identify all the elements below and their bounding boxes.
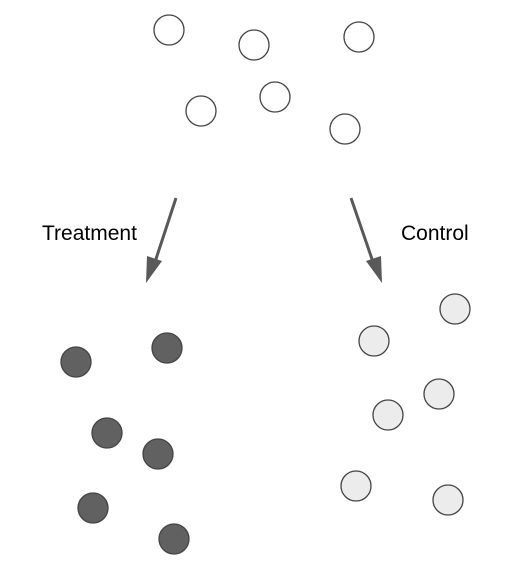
treatment-unit <box>142 438 174 470</box>
treatment-group <box>60 332 190 555</box>
treatment-unit <box>158 523 190 555</box>
control-unit <box>340 470 372 502</box>
unassigned-unit <box>259 81 291 113</box>
treatment-unit <box>91 417 123 449</box>
unassigned-population <box>153 14 375 145</box>
control-label: Control <box>401 222 469 245</box>
treatment-unit <box>77 492 109 524</box>
control-group <box>340 293 471 516</box>
unassigned-unit <box>185 95 217 127</box>
assignment-arrows <box>146 197 382 283</box>
unassigned-unit <box>329 113 361 145</box>
treatment-unit <box>151 332 183 364</box>
control-unit <box>372 399 404 431</box>
control-unit <box>423 378 455 410</box>
treatment-unit <box>60 346 92 378</box>
control-arrow <box>349 197 382 283</box>
control-unit <box>358 325 390 357</box>
treatment-arrow <box>146 197 178 283</box>
control-unit <box>439 293 471 325</box>
unassigned-unit <box>153 14 185 46</box>
unassigned-unit <box>343 21 375 53</box>
control-unit <box>432 484 464 516</box>
treatment-label: Treatment <box>42 222 137 245</box>
unassigned-unit <box>238 29 270 61</box>
